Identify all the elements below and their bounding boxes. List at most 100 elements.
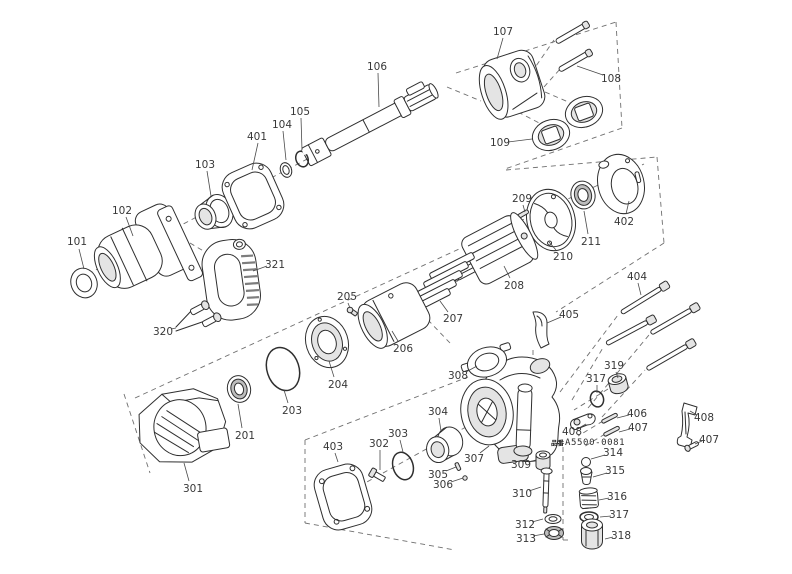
part-310-stem-drawing [540, 467, 553, 514]
leader-line-107 [496, 37, 504, 60]
part-label-104: 104 [272, 119, 292, 131]
leader-line-407a [618, 428, 631, 433]
part-316-spring-drawing [578, 487, 599, 510]
part-labels-layer: 1011021034011041051061071081094022112102… [67, 26, 719, 545]
part-label-203: 203 [282, 405, 302, 417]
part-211-bearing-drawing [570, 180, 596, 210]
part-label-406: 406 [627, 408, 647, 420]
part-label-318: 318 [611, 530, 631, 542]
part-label-207: 207 [443, 313, 463, 325]
part-label-304: 304 [428, 406, 448, 418]
part-label-210: 210 [553, 251, 573, 263]
part-404-bolts-drawing [605, 280, 701, 371]
leader-line-404 [637, 282, 642, 296]
leader-line-408b [689, 410, 698, 416]
leader-line-319 [615, 371, 619, 379]
leader-line-104 [282, 130, 287, 161]
parts-artwork [70, 20, 701, 550]
part-label-310: 310 [512, 488, 532, 500]
part-109-hammers-drawing [531, 95, 604, 152]
part-401-gasket-drawing [221, 162, 285, 230]
part-108-pins-drawing [555, 20, 593, 72]
part-label-321: 321 [265, 259, 285, 271]
part-320-screws-drawing [175, 300, 222, 332]
part-408b-lever-drawing [676, 402, 698, 449]
part-312-washer-drawing [544, 514, 562, 524]
leader-line-309 [527, 459, 537, 463]
leader-line-315 [592, 472, 608, 478]
leader-line-108 [576, 65, 604, 76]
leader-line-304 [438, 417, 442, 432]
part-303-oring-drawing [391, 451, 415, 481]
part-313-nut-drawing [544, 526, 564, 540]
plate-code-prefix: 品番 [551, 438, 565, 447]
leader-line-103 [206, 170, 212, 197]
part-201-bearing-drawing [226, 375, 252, 403]
part-317a-ring-drawing [589, 390, 605, 408]
leader-line-310 [528, 486, 542, 492]
leader-line-307 [479, 445, 490, 454]
part-408a-lever-drawing [570, 413, 596, 430]
part-305-pin-drawing [454, 462, 462, 471]
leader-line-402 [625, 200, 630, 215]
part-label-205: 205 [337, 291, 357, 303]
leader-line-321 [252, 265, 268, 272]
part-label-211: 211 [581, 236, 601, 248]
part-403-gasket-drawing [313, 463, 373, 531]
part-308-ring-drawing [460, 342, 512, 378]
leader-line-205 [347, 302, 351, 309]
part-206-cylinder-drawing [357, 282, 431, 349]
leader-line-211 [583, 210, 589, 235]
part-label-308: 308 [448, 370, 468, 382]
part-label-101: 101 [67, 236, 87, 248]
part-label-405: 405 [559, 309, 579, 321]
part-101-oring-drawing [70, 267, 98, 299]
part-307-housing-drawing [460, 356, 561, 464]
part-105-snapring-drawing [294, 147, 310, 168]
part-label-319: 319 [604, 360, 624, 372]
part-label-316: 316 [607, 491, 627, 503]
leader-line-320 [170, 327, 177, 330]
part-309-bushing-drawing [535, 450, 551, 471]
part-207-vanes-drawing [405, 252, 475, 316]
part-label-314: 314 [603, 447, 623, 459]
part-321-handle-drawing [201, 238, 261, 321]
part-label-105: 105 [290, 106, 310, 118]
part-label-307: 307 [464, 453, 484, 465]
part-402-plate-drawing [597, 153, 645, 215]
leader-line-317b [599, 515, 612, 518]
part-106-anvil-drawing [301, 81, 439, 167]
leader-line-401 [251, 142, 259, 171]
part-label-315: 315 [605, 465, 625, 477]
part-label-313: 313 [516, 533, 536, 545]
part-label-204: 204 [328, 379, 348, 391]
leader-line-106 [377, 72, 380, 108]
leader-line-306 [450, 477, 464, 483]
leader-line-102 [125, 216, 134, 237]
part-label-109: 109 [490, 137, 510, 149]
part-label-408a: 408 [562, 426, 582, 438]
part-label-317a: 317 [586, 373, 606, 385]
leader-line-303 [399, 439, 404, 453]
leader-line-312 [531, 518, 544, 523]
part-107-cage-drawing [478, 49, 546, 120]
part-label-312: 312 [515, 519, 535, 531]
part-label-407b: 407 [699, 434, 719, 446]
part-label-401: 401 [247, 131, 267, 143]
leader-line-204 [328, 360, 335, 378]
plate-code-number: A5500-0081 [565, 438, 625, 448]
part-label-302: 302 [369, 438, 389, 450]
part-302-screw-drawing [368, 467, 386, 482]
part-407a-pin-drawing [603, 425, 620, 437]
part-label-108: 108 [601, 73, 621, 85]
part-406-pin-drawing [601, 412, 618, 424]
leader-line-318 [604, 536, 614, 540]
part-label-305: 305 [428, 469, 448, 481]
part-315-valve-drawing [580, 467, 593, 486]
leader-line-305 [445, 466, 457, 472]
leader-line-207 [439, 300, 449, 313]
part-301-housing-drawing [138, 388, 231, 463]
leader-line-407b [694, 440, 703, 445]
